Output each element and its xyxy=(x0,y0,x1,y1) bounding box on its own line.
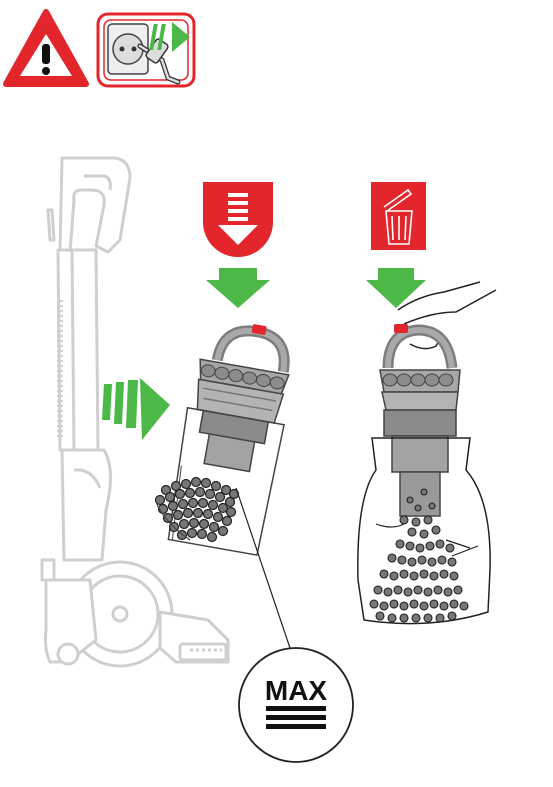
green-motion-arrow-icon xyxy=(102,378,170,440)
max-fill-level-indicator: MAX xyxy=(238,647,354,763)
bin-base-line xyxy=(155,501,191,541)
green-down-arrow-icon xyxy=(206,268,270,308)
max-label: MAX xyxy=(265,675,328,706)
dust-bin-emptying xyxy=(379,281,497,517)
green-down-arrow-icon-2 xyxy=(366,268,426,308)
plastic-bag-outline xyxy=(357,437,491,625)
debris-pile-left xyxy=(154,476,240,543)
bag-crease-lines xyxy=(375,523,479,557)
empty-bin-icon xyxy=(371,182,426,250)
warning-triangle-icon xyxy=(3,9,89,87)
unplug-from-socket-icon xyxy=(96,12,196,88)
dust-bin-removed xyxy=(167,324,290,556)
vacuum-cleaner-outline xyxy=(40,156,230,668)
debris-pile-right xyxy=(369,488,469,623)
press-release-button-icon xyxy=(203,182,273,257)
max-callout-line xyxy=(235,487,291,649)
